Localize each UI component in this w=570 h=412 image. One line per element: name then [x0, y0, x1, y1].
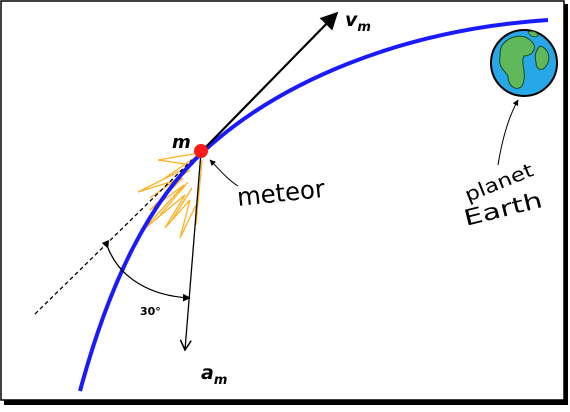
meteor-dot: [194, 144, 208, 158]
earth-icon: [490, 29, 558, 97]
angle-arc: [101, 240, 191, 302]
dashed-tangent-line: [34, 159, 193, 315]
velocity-label: vm: [345, 9, 371, 35]
earth-pointer-arrow: [497, 99, 519, 166]
meteor-pointer-arrow: [209, 159, 239, 187]
velocity-vector-arrow: [201, 11, 339, 152]
acceleration-vector-arrow: [179, 151, 202, 352]
mass-label: m: [172, 132, 191, 153]
angle-label: 30°: [140, 305, 161, 318]
acceleration-label: am: [201, 362, 227, 388]
